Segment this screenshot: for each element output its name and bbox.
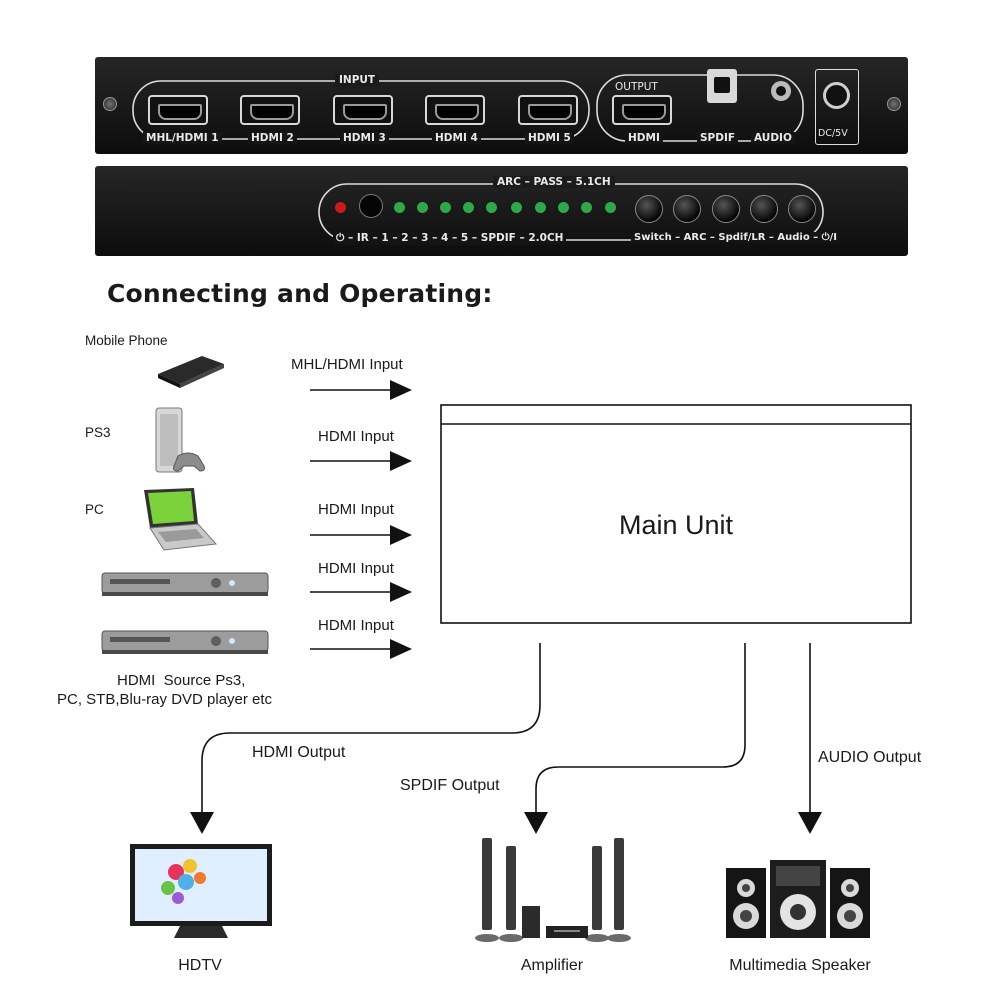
input-led-icon	[486, 202, 497, 213]
output-port-label: AUDIO	[751, 132, 795, 144]
hdtv-label: HDTV	[178, 957, 222, 974]
input-led-icon	[463, 202, 474, 213]
input-label: HDMI Input	[318, 501, 394, 518]
arrow-head-icon	[798, 812, 822, 834]
2-0ch-led-icon	[605, 202, 616, 213]
audio-output-label: AUDIO Output	[818, 749, 922, 766]
spdif-output-label: SPDIF Output	[400, 777, 500, 794]
hdmi-output-label: HDMI Output	[252, 744, 346, 761]
spdif-port-icon	[707, 69, 737, 103]
hdmi-port-icon	[425, 95, 485, 125]
screw-icon	[103, 97, 117, 111]
multimedia-speaker-label: Multimedia Speaker	[729, 957, 871, 974]
audio-button[interactable]	[750, 195, 778, 223]
control-bottom-right-label: Switch – ARC – Spdif/LR – Audio – ⏻/I	[631, 232, 840, 243]
dc-label: DC/5V	[818, 128, 848, 139]
port-label: HDMI 5	[525, 132, 574, 144]
pc-label: PC	[85, 502, 104, 517]
switch-button[interactable]	[635, 195, 663, 223]
pass-led-icon	[558, 202, 569, 213]
screw-icon	[887, 97, 901, 111]
audio-jack-icon	[771, 81, 791, 101]
main-unit-box	[440, 404, 912, 624]
arrow-head-icon	[390, 380, 412, 400]
mobile-phone-label: Mobile Phone	[85, 333, 168, 348]
5-1ch-led-icon	[581, 202, 592, 213]
source-caption-line1: HDMI Source Ps3,	[117, 672, 246, 689]
ir-sensor-icon	[359, 194, 383, 218]
main-unit-label: Main Unit	[618, 510, 734, 540]
input-label: INPUT	[335, 74, 380, 86]
hdmi-port-icon	[518, 95, 578, 125]
spdif-lr-button[interactable]	[712, 195, 740, 223]
dc-jack-icon: DC/5V	[815, 69, 859, 145]
arrow-head-icon	[190, 812, 214, 834]
input-label: HDMI Input	[318, 617, 394, 634]
spdif-led-icon	[511, 202, 522, 213]
hdtv-icon	[130, 844, 272, 938]
input-label: HDMI Input	[318, 560, 394, 577]
input-led-icon	[417, 202, 428, 213]
arrow-head-icon	[390, 639, 412, 659]
amplifier-speakers-icon	[475, 838, 631, 942]
port-label: HDMI 4	[432, 132, 481, 144]
multimedia-speaker-icon	[726, 860, 870, 938]
port-label: HDMI 2	[248, 132, 297, 144]
hdmi-output-port-icon	[612, 95, 672, 125]
input-label: MHL/HDMI Input	[291, 356, 403, 373]
hdmi-output-line	[201, 643, 541, 812]
control-panel: ARC – PASS – 5.1CH ⏻ – IR – 1 – 2 – 3 – …	[95, 166, 908, 256]
arc-button[interactable]	[673, 195, 701, 223]
source-caption-line2: PC, STB,Blu-ray DVD player etc	[57, 691, 273, 708]
ps3-console-icon	[155, 407, 205, 473]
port-label: HDMI 3	[340, 132, 389, 144]
hdmi-port-icon	[148, 95, 208, 125]
output-port-label: SPDIF	[697, 132, 739, 144]
front-panel: INPUT MHL/HDMI 1 HDMI 2 HDMI 3 HDMI 4 HD…	[95, 57, 908, 154]
ps3-label: PS3	[85, 425, 111, 440]
dvd-player-icon	[101, 572, 269, 596]
arc-led-icon	[535, 202, 546, 213]
output-label: OUTPUT	[615, 81, 658, 93]
input-label: HDMI Input	[318, 428, 394, 445]
port-label: MHL/HDMI 1	[143, 132, 222, 144]
power-button[interactable]	[788, 195, 816, 223]
laptop-icon	[144, 488, 218, 551]
control-bottom-left-label: ⏻ – IR – 1 – 2 – 3 – 4 – 5 – SPDIF – 2.0…	[333, 232, 567, 245]
page-title: Connecting and Operating:	[107, 279, 493, 308]
hdmi-port-icon	[333, 95, 393, 125]
mobile-phone-icon	[158, 356, 224, 388]
power-led-icon	[335, 202, 346, 213]
hdmi-port-icon	[240, 95, 300, 125]
arrow-head-icon	[524, 812, 548, 834]
input-led-icon	[394, 202, 405, 213]
arrow-head-icon	[390, 525, 412, 545]
dvd-player-icon	[101, 630, 269, 654]
arrow-head-icon	[390, 451, 412, 471]
arrow-head-icon	[390, 582, 412, 602]
input-led-icon	[440, 202, 451, 213]
output-port-label: HDMI	[625, 132, 663, 144]
amplifier-label: Amplifier	[520, 957, 584, 974]
spdif-output-line	[535, 643, 746, 812]
control-top-label: ARC – PASS – 5.1CH	[493, 176, 615, 188]
